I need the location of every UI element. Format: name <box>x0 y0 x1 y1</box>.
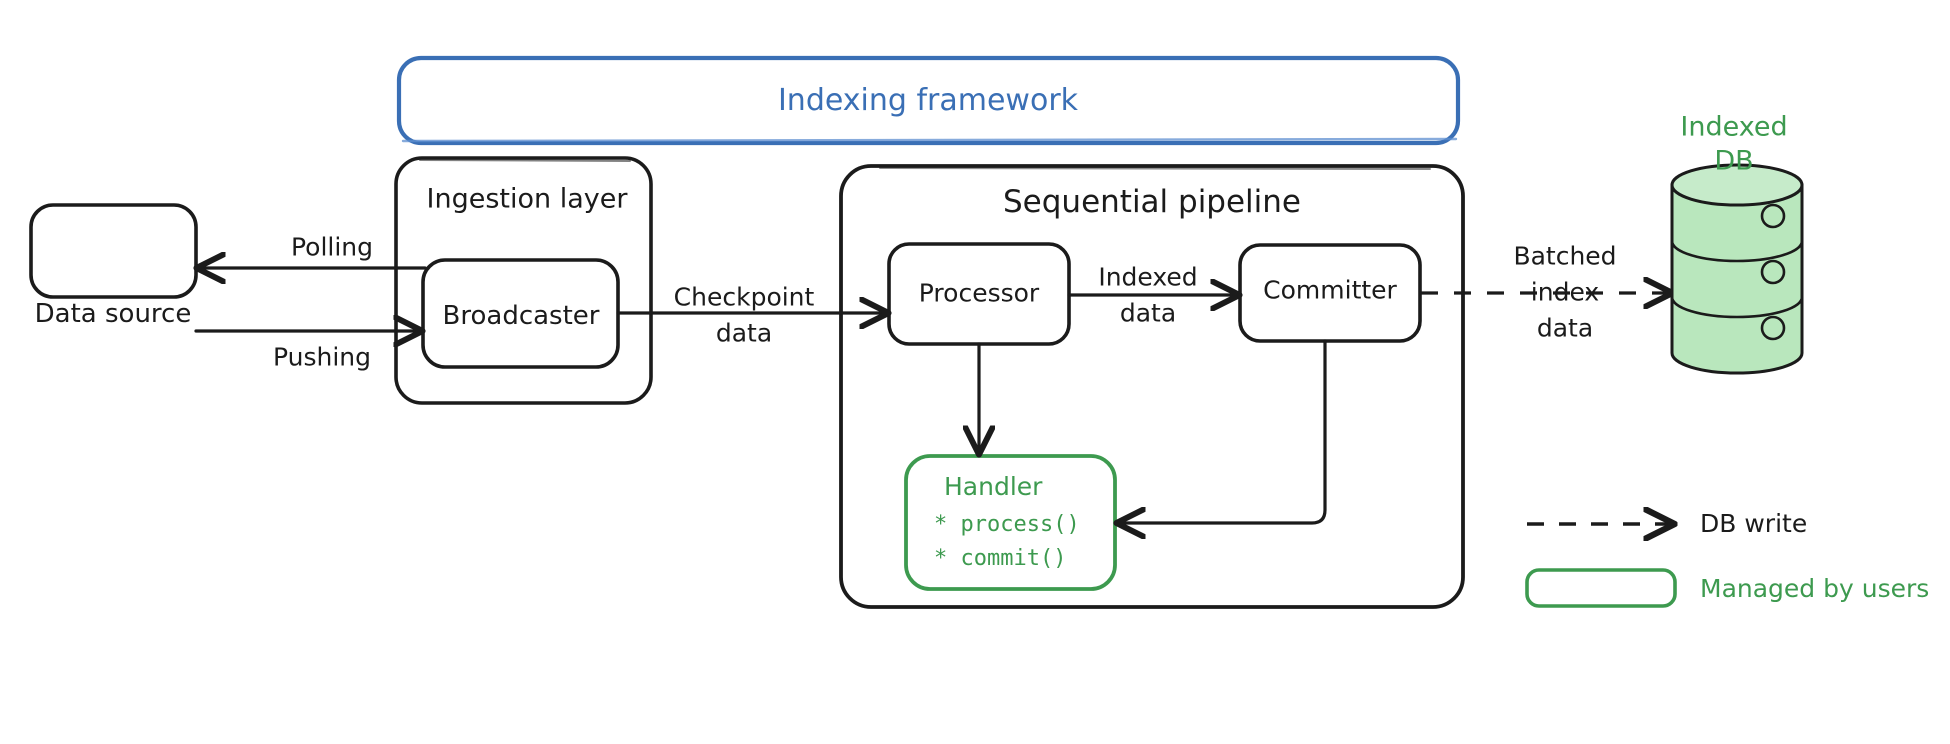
node-committer <box>1238 243 1422 343</box>
sequential-pipeline-border <box>839 164 1465 609</box>
broadcaster-box <box>421 258 620 369</box>
db-band-divider-2 <box>1670 296 1804 319</box>
ingestion-layer-border-sketch <box>419 159 631 162</box>
committer-box <box>1238 243 1422 343</box>
db-body <box>1670 183 1804 375</box>
ingestion-layer-container <box>394 156 653 405</box>
db-top-disc <box>1670 163 1804 207</box>
framework-container <box>396 55 1461 146</box>
edge-committer-to-handler-arrow <box>1119 339 1327 523</box>
node-processor <box>887 242 1071 346</box>
node-handler <box>904 454 1117 591</box>
sequential-pipeline-container <box>839 164 1465 609</box>
legend-green-box-icon <box>1525 568 1677 608</box>
processor-box <box>887 242 1071 346</box>
db-indicator-dot-2 <box>1760 259 1786 285</box>
data-source-box <box>29 203 198 299</box>
db-indicator-dot-3 <box>1760 315 1786 341</box>
indexed-db-cylinder <box>1670 163 1804 375</box>
db-band-divider-1 <box>1670 240 1804 263</box>
framework-border <box>396 55 1461 146</box>
db-indicator-dot-1 <box>1760 203 1786 229</box>
ingestion-layer-border <box>394 156 653 405</box>
sequential-pipeline-border-sketch <box>879 167 1431 170</box>
node-data-source <box>29 203 198 299</box>
framework-border-sketch <box>401 137 1458 143</box>
handler-box <box>904 454 1117 591</box>
node-broadcaster <box>421 258 620 369</box>
